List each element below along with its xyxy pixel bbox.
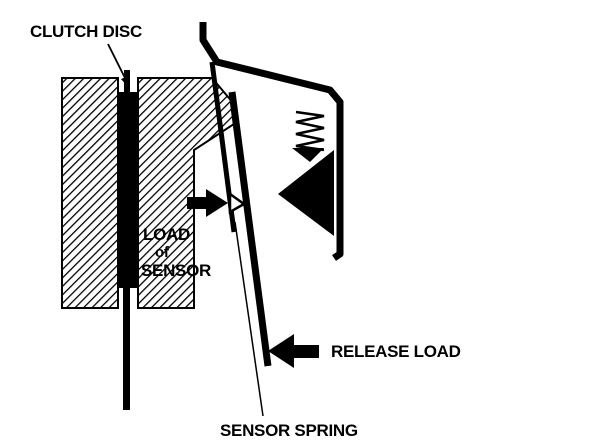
clutch-disc-stem: [123, 286, 130, 410]
diaphragm-spring: [228, 91, 272, 367]
clutch-disc: [119, 92, 137, 288]
clutch-cover: [199, 22, 344, 261]
left-pressure-plate: [61, 77, 119, 309]
load-of-sensor-label-line2: of: [155, 244, 169, 261]
sensor-spring-label: SENSOR SPRING: [220, 421, 358, 440]
clutch-disc-leader: [107, 43, 128, 83]
load-arrow-shaft: [187, 197, 209, 209]
cover-coil-spring: [295, 110, 325, 152]
load-of-sensor-label-line1: LOAD: [143, 225, 190, 244]
clutch-disc-leader-head: [121, 76, 129, 88]
sensor-pivot: [228, 191, 247, 215]
sensor-spring-leader: [234, 221, 264, 417]
fulcrum-wedge: [278, 150, 334, 236]
release-arrow-head: [268, 334, 294, 368]
release-load-label: RELEASE LOAD: [331, 342, 461, 361]
load-of-sensor-label-line3: SENSOR: [141, 261, 211, 280]
load-arrow-head: [206, 189, 228, 217]
fulcrum-wedge-cap: [292, 148, 324, 162]
release-arrow-shaft: [292, 345, 319, 358]
clutch-disc-label: CLUTCH DISC: [30, 22, 142, 41]
